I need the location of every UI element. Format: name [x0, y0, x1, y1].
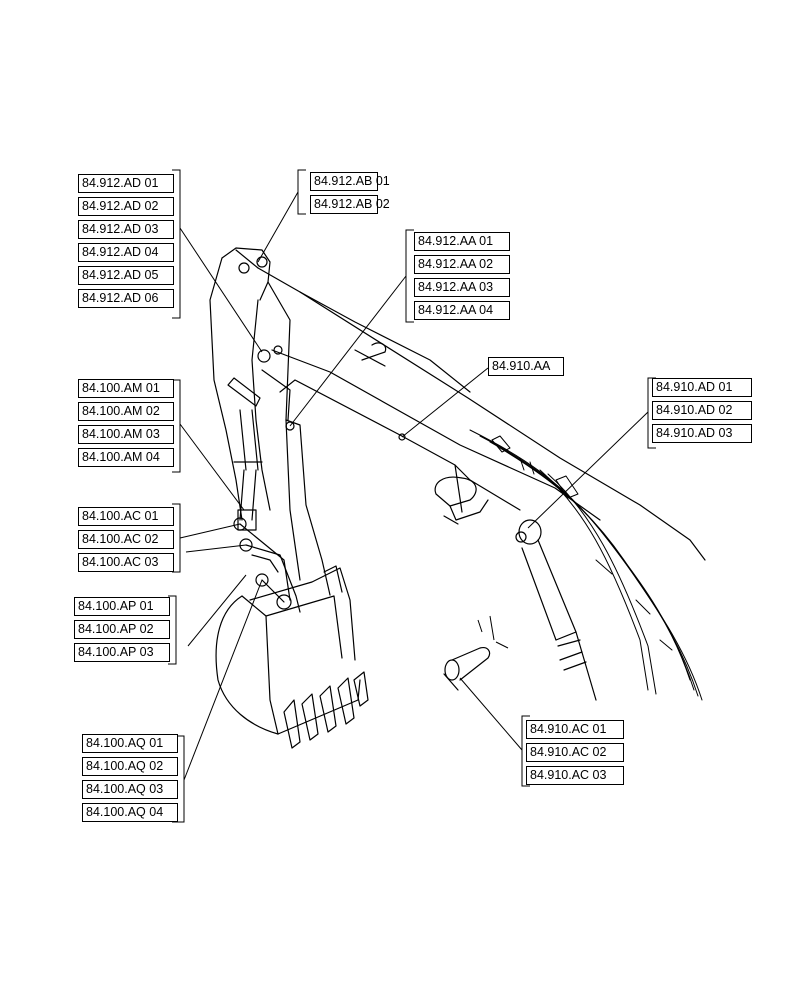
- part-callout-84-910-ac-02[interactable]: 84.910.AC 02: [526, 743, 624, 762]
- part-callout-84-912-ad-01[interactable]: 84.912.AD 01: [78, 174, 174, 193]
- part-callout-84-100-ap-03[interactable]: 84.100.AP 03: [74, 643, 170, 662]
- part-callout-84-100-aq-04[interactable]: 84.100.AQ 04: [82, 803, 178, 822]
- part-callout-84-910-ad-02[interactable]: 84.910.AD 02: [652, 401, 752, 420]
- part-callout-84-100-ac-03[interactable]: 84.100.AC 03: [78, 553, 174, 572]
- part-callout-84-100-aq-02[interactable]: 84.100.AQ 02: [82, 757, 178, 776]
- part-callout-84-912-aa-02[interactable]: 84.912.AA 02: [414, 255, 510, 274]
- stick-cylinder: [227, 377, 263, 531]
- part-callout-84-912-aa-03[interactable]: 84.912.AA 03: [414, 278, 510, 297]
- part-callout-84-910-ad-01[interactable]: 84.910.AD 01: [652, 378, 752, 397]
- part-callout-84-912-ab-02[interactable]: 84.912.AB 02: [310, 195, 390, 214]
- part-callout-84-910-ac-03[interactable]: 84.910.AC 03: [526, 766, 624, 785]
- part-callout-84-910-ad-03[interactable]: 84.910.AD 03: [652, 424, 752, 443]
- boom-cylinder: [515, 519, 597, 701]
- loose-pin: [443, 647, 491, 691]
- part-callout-84-912-ad-03[interactable]: 84.912.AD 03: [78, 220, 174, 239]
- part-callout-84-912-ab-01[interactable]: 84.912.AB 01: [310, 172, 390, 191]
- part-callout-84-100-ap-02[interactable]: 84.100.AP 02: [74, 620, 170, 639]
- part-callout-84-910-aa[interactable]: 84.910.AA: [488, 357, 564, 376]
- part-callout-84-912-aa-04[interactable]: 84.912.AA 04: [414, 301, 510, 320]
- part-callout-84-100-ac-01[interactable]: 84.100.AC 01: [78, 507, 174, 526]
- part-callout-84-910-ac-01[interactable]: 84.910.AC 01: [526, 720, 624, 739]
- part-callout-84-100-ap-01[interactable]: 84.100.AP 01: [74, 597, 170, 616]
- part-callout-84-100-aq-01[interactable]: 84.100.AQ 01: [82, 734, 178, 753]
- part-callout-84-100-ac-02[interactable]: 84.100.AC 02: [78, 530, 174, 549]
- hose-bundle: [469, 429, 703, 701]
- part-callout-84-912-ad-04[interactable]: 84.912.AD 04: [78, 243, 174, 262]
- part-callout-84-100-am-03[interactable]: 84.100.AM 03: [78, 425, 174, 444]
- linkage: [233, 517, 301, 613]
- part-callout-84-100-aq-03[interactable]: 84.100.AQ 03: [82, 780, 178, 799]
- part-callout-84-100-am-02[interactable]: 84.100.AM 02: [78, 402, 174, 421]
- boom-pins: [238, 256, 406, 441]
- part-callout-84-912-ad-02[interactable]: 84.912.AD 02: [78, 197, 174, 216]
- bucket: [215, 565, 369, 749]
- work-lamp: [434, 476, 489, 525]
- part-callout-84-100-am-04[interactable]: 84.100.AM 04: [78, 448, 174, 467]
- part-callout-84-912-ad-05[interactable]: 84.912.AD 05: [78, 266, 174, 285]
- part-callout-84-100-am-01[interactable]: 84.100.AM 01: [78, 379, 174, 398]
- part-callout-84-912-aa-01[interactable]: 84.912.AA 01: [414, 232, 510, 251]
- part-callout-84-912-ad-06[interactable]: 84.912.AD 06: [78, 289, 174, 308]
